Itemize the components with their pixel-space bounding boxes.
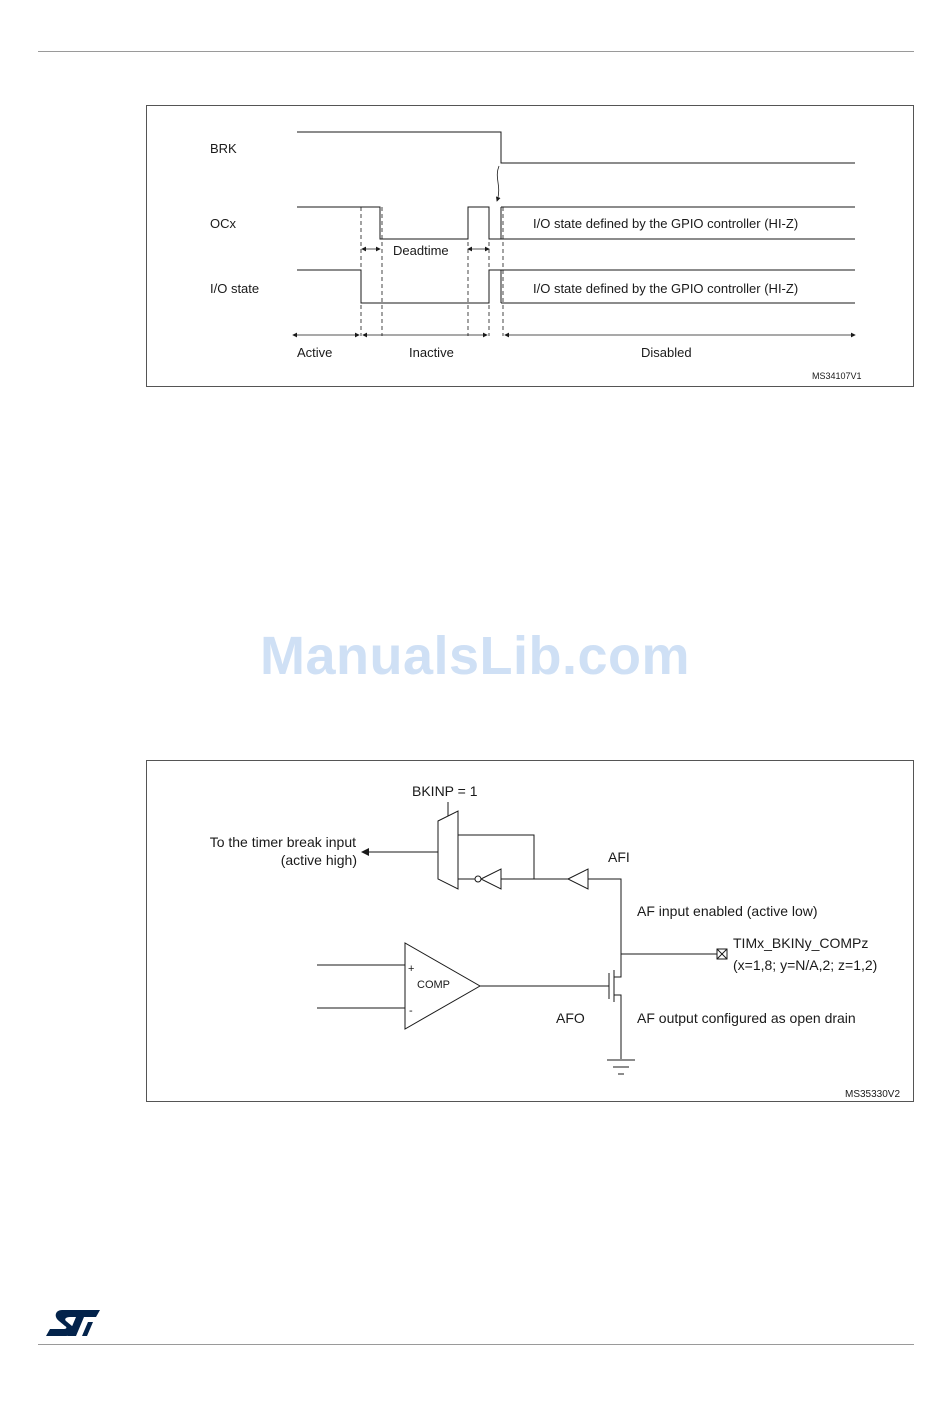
io-state-label: I/O state <box>210 281 259 296</box>
ocx-waveform <box>297 206 501 240</box>
figure1-ref: MS34107V1 <box>812 371 862 381</box>
active-label: Active <box>297 345 332 360</box>
comp-label: COMP <box>417 979 450 991</box>
afi-label: AFI <box>608 849 630 865</box>
ocx-hiz-text: I/O state defined by the GPIO controller… <box>533 216 798 231</box>
brk-label: BRK <box>210 141 237 156</box>
inverter-bubble <box>474 875 482 883</box>
inverter-symbol <box>479 868 502 890</box>
comp-minus-label: - <box>409 1005 413 1017</box>
watermark: ManualsLib.com <box>259 626 691 686</box>
comparator-schematic-figure: BKINP = 1 To the timer break input (acti… <box>146 760 914 1102</box>
footer-rule <box>38 1344 914 1345</box>
inactive-label: Inactive <box>409 345 454 360</box>
timer-break-label-1: To the timer break input <box>210 834 356 850</box>
afo-label: AFO <box>556 1010 585 1026</box>
pin-name-label: TIMx_BKINy_COMPz <box>733 935 868 951</box>
io-hiz-text: I/O state defined by the GPIO controller… <box>533 281 798 296</box>
st-logo-icon <box>46 1310 100 1336</box>
time-markers <box>360 207 504 336</box>
brk-causal-arrow <box>495 165 501 202</box>
mux-symbol <box>437 810 459 890</box>
figure2-ref: MS35330V2 <box>845 1089 900 1100</box>
comp-plus-label: + <box>408 963 414 975</box>
io-state-waveform <box>297 269 501 304</box>
ocx-label: OCx <box>210 216 237 231</box>
ground-icon <box>607 1059 635 1075</box>
pin-params-label: (x=1,8; y=N/A,2; z=1,2) <box>733 957 877 973</box>
timer-break-label-2: (active high) <box>281 852 357 868</box>
afi-buffer-symbol <box>566 868 589 890</box>
timing-diagram-figure: BRK OCx I/O state I/O state defined by t… <box>146 105 914 387</box>
transistor-symbol <box>608 967 622 1059</box>
mux-direct-input <box>458 834 535 879</box>
af-output-label: AF output configured as open drain <box>637 1010 856 1026</box>
deadtime-label: Deadtime <box>393 243 449 258</box>
brk-waveform <box>297 131 855 164</box>
disabled-label: Disabled <box>641 345 692 360</box>
bkinp-label: BKINP = 1 <box>412 783 478 799</box>
pin-pad-icon <box>716 948 728 960</box>
comparator-schematic: BKINP = 1 To the timer break input (acti… <box>210 783 901 1100</box>
header-rule <box>38 51 914 52</box>
pin-net-line <box>588 878 622 967</box>
timing-diagram: BRK OCx I/O state I/O state defined by t… <box>210 131 862 381</box>
st-logo <box>44 1308 102 1343</box>
af-input-label: AF input enabled (active low) <box>637 903 818 919</box>
comparator-symbol <box>404 942 482 1030</box>
